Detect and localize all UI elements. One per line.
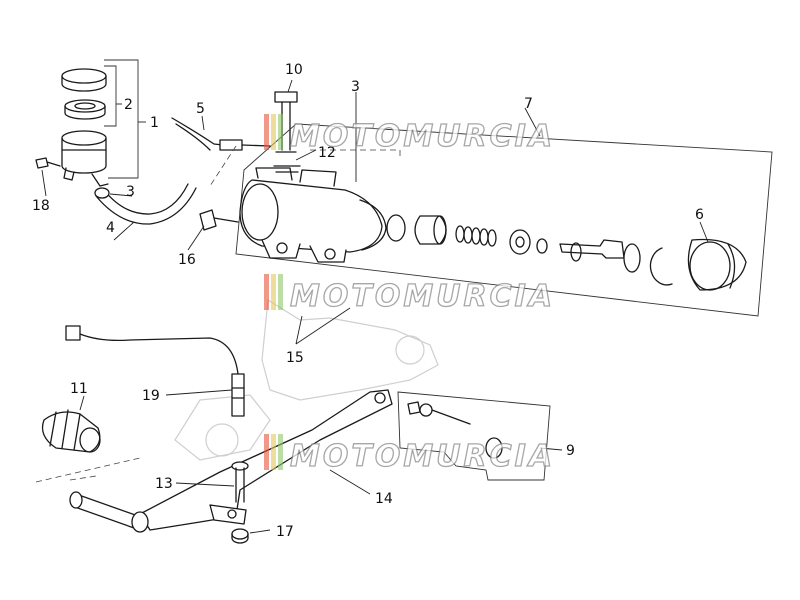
master-cylinder-body — [239, 167, 387, 263]
mounting-screw — [199, 209, 239, 231]
callout-3b: 3 — [351, 79, 360, 95]
reservoir-seal — [64, 99, 106, 120]
assembly-line-body — [310, 149, 401, 160]
callout-16: 16 — [178, 252, 196, 268]
callout-17: 17 — [276, 524, 294, 540]
switch-cable — [65, 325, 245, 417]
kit-frame-9 — [397, 391, 551, 481]
piston-rod — [559, 239, 641, 273]
callout-11: 11 — [70, 381, 88, 397]
callout-4: 4 — [106, 220, 115, 236]
kit-frame-7 — [235, 123, 773, 317]
watermark-top: MOTOMURCIA — [264, 114, 555, 155]
callout-10: 10 — [285, 62, 303, 78]
reservoir-screw — [35, 157, 61, 169]
reservoir-cap — [61, 68, 107, 92]
callout-14: 14 — [375, 491, 393, 507]
callout-12: 12 — [318, 145, 336, 161]
dust-boot — [687, 238, 747, 291]
circlip — [649, 247, 673, 286]
callout-3a: 3 — [126, 184, 135, 200]
leader-lines — [41, 79, 709, 534]
watermark-text-middle: MOTOMURCIA — [290, 279, 555, 314]
pedal-nut — [231, 528, 249, 544]
pedal-rubber — [41, 409, 101, 453]
callout-5: 5 — [196, 101, 205, 117]
hose-clamp-3 — [94, 187, 110, 199]
piston-cup — [414, 215, 447, 245]
callout-2: 2 — [124, 97, 133, 113]
washer — [509, 229, 548, 255]
reservoir-hose — [95, 183, 197, 225]
callout-7: 7 — [524, 96, 533, 112]
callout-6: 6 — [695, 207, 704, 223]
return-spring — [455, 225, 497, 247]
callout-19: 19 — [142, 388, 160, 404]
watermark-bottom: MOTOMURCIA — [264, 434, 555, 475]
callout-13: 13 — [155, 476, 173, 492]
o-ring — [386, 214, 406, 242]
pivot-bolt — [407, 401, 471, 425]
watermark-text-bottom: MOTOMURCIA — [290, 439, 555, 474]
adjuster-bolt — [231, 461, 249, 503]
callout-1: 1 — [150, 115, 159, 131]
pivot-bushing — [485, 437, 503, 459]
callout-18: 18 — [32, 198, 50, 214]
bracket-2 — [104, 65, 117, 127]
callout-15: 15 — [286, 350, 304, 366]
watermark-middle: MOTOMURCIA — [264, 274, 555, 315]
callout-9: 9 — [566, 443, 575, 459]
pressure-pipe — [171, 117, 271, 151]
bracket-1 — [104, 59, 139, 179]
background-frame-outline — [174, 298, 439, 461]
watermark-text-top: MOTOMURCIA — [290, 119, 555, 154]
fluid-reservoir — [61, 130, 109, 187]
